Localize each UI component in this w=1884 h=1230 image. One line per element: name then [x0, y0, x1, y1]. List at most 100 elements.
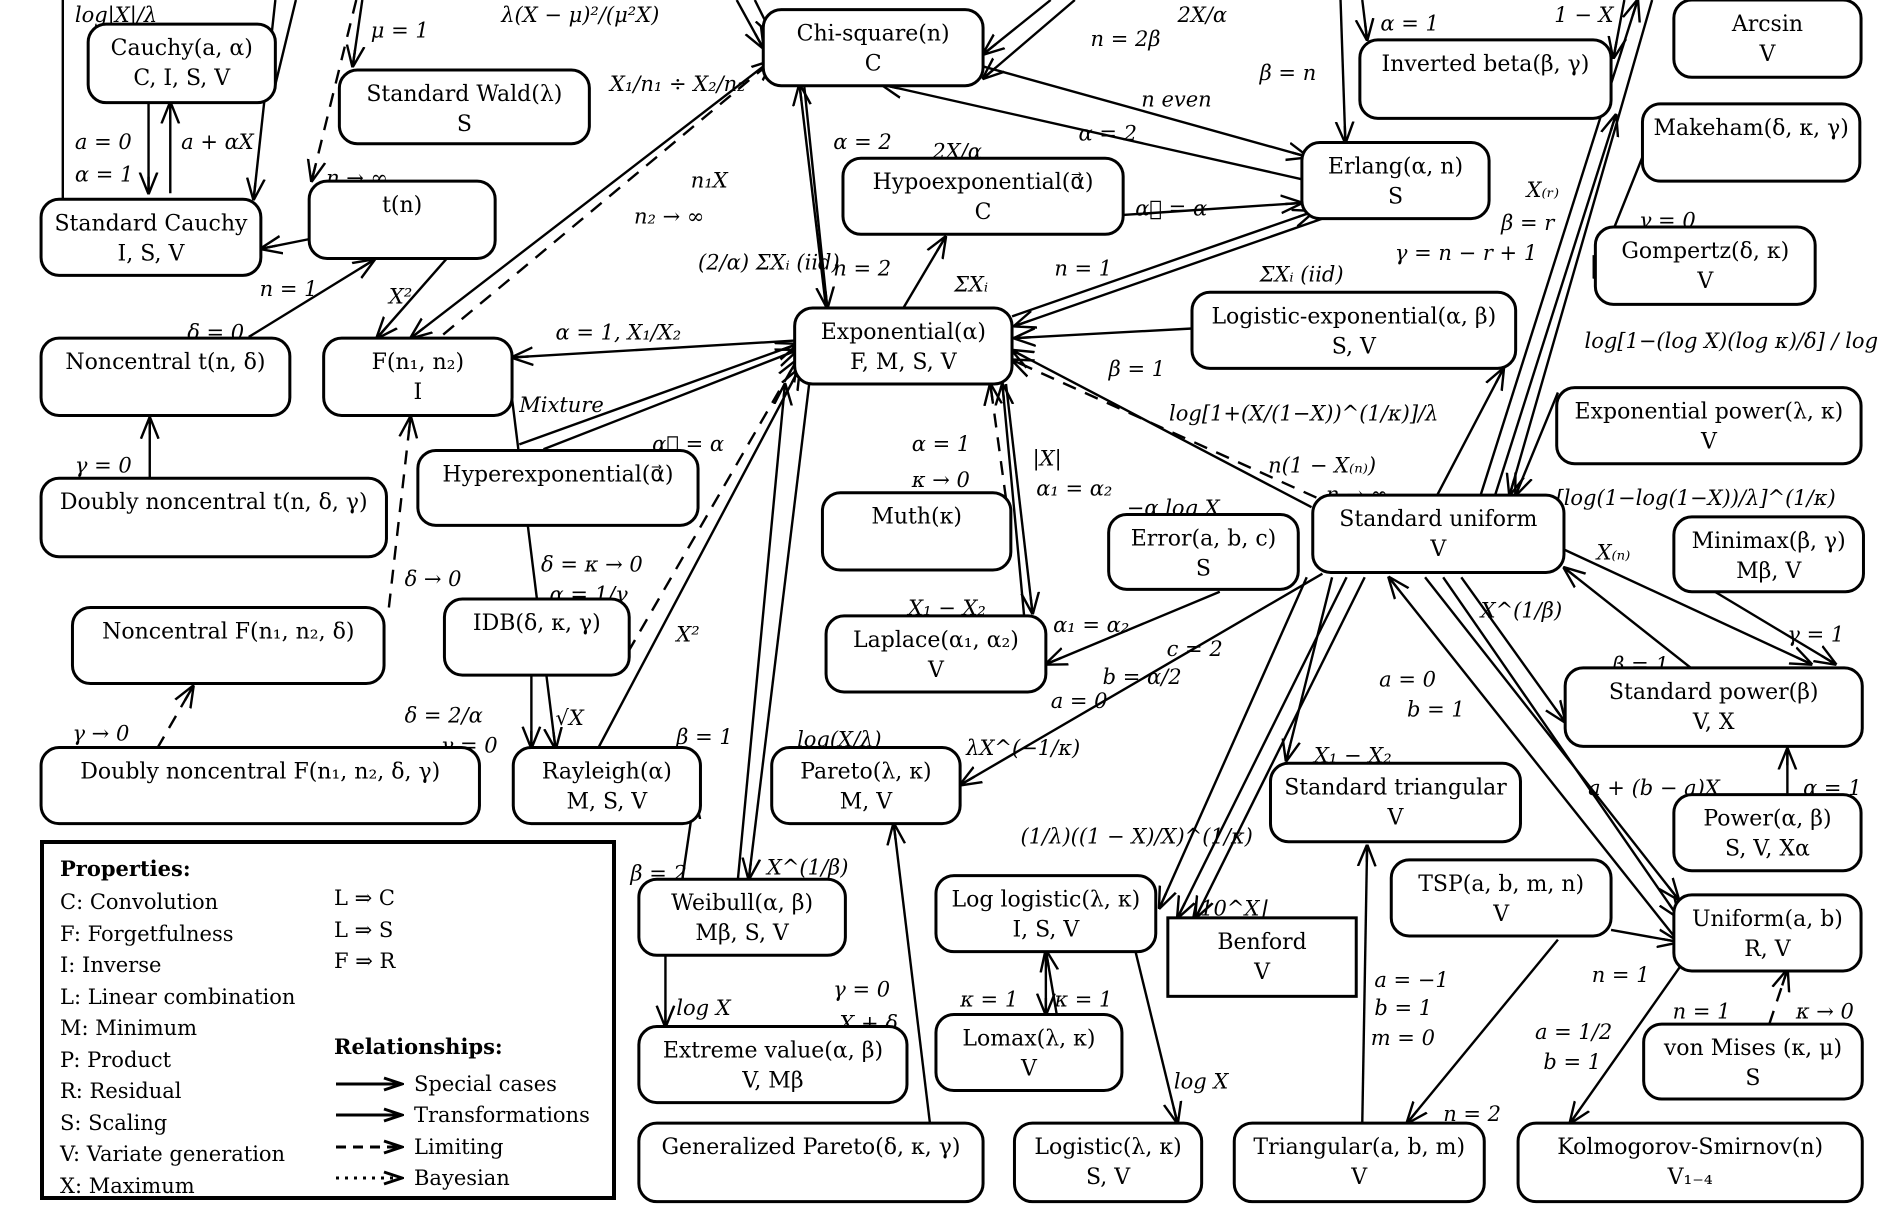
relationship-arrow	[518, 344, 797, 446]
node-properties: M, S, V	[567, 790, 649, 815]
node-box	[934, 1012, 1124, 1093]
relationship-arrow	[1442, 576, 1679, 918]
edge-label: β = 1	[1108, 357, 1165, 381]
edge-label: γ = 0	[833, 978, 890, 1002]
node-box	[1593, 225, 1817, 306]
edge-label: δ = κ → 0	[541, 553, 643, 577]
node-properties: F, M, S, V	[850, 350, 958, 375]
node-label: Chi-square(n)	[797, 22, 950, 47]
node-box	[1555, 386, 1863, 466]
node-box	[1107, 512, 1300, 591]
relationship-arrow	[1493, 115, 1616, 496]
node-dn-f: Doubly noncentral F(n₁, n₂, δ, γ)	[39, 746, 481, 826]
node-properties: V	[1759, 42, 1777, 67]
node-box	[1672, 515, 1865, 594]
node-box	[1640, 102, 1862, 183]
node-properties: V, X	[1692, 710, 1735, 735]
edge-label: log X	[1174, 1069, 1229, 1093]
legend-property: P: Product	[60, 1047, 172, 1072]
legend-implications: L ⇒ C L ⇒ S F ⇒ R	[334, 886, 395, 981]
node-exp-power: Exponential power(λ, κ)V	[1555, 386, 1863, 466]
edge-label: X^(1/β)	[1479, 598, 1563, 622]
node-properties: V	[1429, 537, 1447, 562]
relationship-arrow	[1196, 576, 1366, 918]
node-properties: C	[865, 52, 882, 77]
node-label: Standard power(β)	[1609, 680, 1819, 705]
relationship-arrow	[1004, 383, 1033, 613]
edge-label: log X	[676, 996, 731, 1020]
relationship-arrow	[1286, 576, 1334, 761]
limiting-arrow	[1768, 970, 1787, 1025]
edge-label: X₁/n₁ ÷ X₂/n₂	[608, 72, 746, 96]
node-lomax: Lomax(λ, κ)V	[934, 1012, 1124, 1093]
node-label: Hyperexponential(α⃗)	[442, 462, 673, 487]
node-dn-t: Doubly noncentral t(n, δ, γ)	[39, 476, 388, 559]
relationship-arrow	[1014, 328, 1193, 338]
node-label: Triangular(a, b, m)	[1253, 1135, 1465, 1160]
edge-label: a = 0	[1051, 689, 1108, 713]
edge-label: (1/λ)((1 − X)/X)^(1/κ)	[1021, 824, 1253, 848]
edge-label: κ = 1	[1053, 987, 1112, 1011]
node-erlang: Erlang(α, n)S	[1300, 141, 1491, 221]
node-properties: C, I, S, V	[133, 66, 231, 91]
edge-label: α = 1	[912, 432, 971, 456]
edge-label: a = 0	[75, 130, 132, 154]
legend-property: C: Convolution	[60, 890, 219, 914]
node-box	[1166, 916, 1358, 998]
edge-label: n even	[1141, 88, 1211, 112]
node-box	[1516, 1121, 1864, 1204]
node-box	[86, 22, 277, 105]
node-label: Makeham(δ, κ, γ)	[1653, 116, 1848, 141]
limiting-arrow	[1012, 360, 1317, 499]
node-label: Standard triangular	[1284, 775, 1507, 800]
relationship-arrow	[1563, 548, 1812, 665]
node-label: Generalized Pareto(δ, κ, γ)	[661, 1135, 960, 1160]
solid-arrow-icon	[336, 1076, 404, 1092]
node-properties: Mβ, V	[1736, 559, 1802, 584]
edge-label: δ → 0	[405, 567, 462, 591]
node-label: Extreme value(α, β)	[663, 1039, 883, 1064]
node-label: F(n₁, n₂)	[372, 350, 464, 375]
legend-box: Properties: C: Convolution F: Forgetfuln…	[40, 840, 616, 1200]
node-properties: V	[1492, 902, 1510, 927]
relationship-arrow	[982, 65, 1308, 157]
relationship-arrow	[248, 260, 375, 338]
edge-label: b = 1	[1374, 996, 1432, 1020]
node-properties: I, S, V	[1012, 918, 1080, 943]
limiting-arrow	[626, 360, 797, 653]
node-properties: C	[975, 200, 992, 225]
relationship-arrow	[803, 86, 827, 308]
node-properties: S	[1745, 1066, 1760, 1091]
relationship-arrow	[1046, 950, 1057, 1015]
node-std-wald: Standard Wald(λ)S	[337, 68, 591, 146]
node-properties: V	[927, 658, 945, 683]
node-box	[1642, 1022, 1864, 1101]
node-label: Error(a, b, c)	[1131, 526, 1277, 551]
relationship-arrow	[1011, 211, 1314, 318]
edge-label: δ = 2/α	[405, 704, 483, 728]
node-ks: Kolmogorov-Smirnov(n)V₁₋₄	[1516, 1121, 1864, 1204]
edge-label: γ = n − r + 1	[1395, 241, 1537, 265]
node-box	[841, 156, 1125, 236]
relationship-arrow	[882, 85, 1311, 183]
node-muth: Muth(κ)	[820, 491, 1013, 572]
node-rayleigh: Rayleigh(α)M, S, V	[511, 746, 702, 826]
node-properties: S, V, Xα	[1725, 837, 1810, 862]
node-label: Exponential(α)	[821, 320, 986, 345]
node-box	[39, 197, 263, 277]
edge-label: β = n	[1259, 61, 1317, 85]
node-logistic: Logistic(λ, κ)S, V	[1012, 1121, 1204, 1204]
legend-implication: L ⇒ S	[334, 917, 394, 942]
legend-relationship-bayesian: Bayesian	[334, 1163, 590, 1195]
edge-label: [log(1−log(1−X))/λ]^(1/κ)	[1556, 486, 1836, 510]
legend-relationship-transform: Transformations	[334, 1100, 590, 1132]
edge-label: 2X/α	[1177, 3, 1228, 27]
edge-label: κ → 0	[1795, 999, 1854, 1023]
relationship-arrow	[1564, 568, 1692, 669]
node-box	[1672, 893, 1863, 973]
node-properties: V	[1696, 269, 1714, 294]
edge-label: β = 1	[675, 725, 732, 749]
edge-label: α = 2	[833, 130, 892, 154]
node-box	[1311, 493, 1566, 574]
